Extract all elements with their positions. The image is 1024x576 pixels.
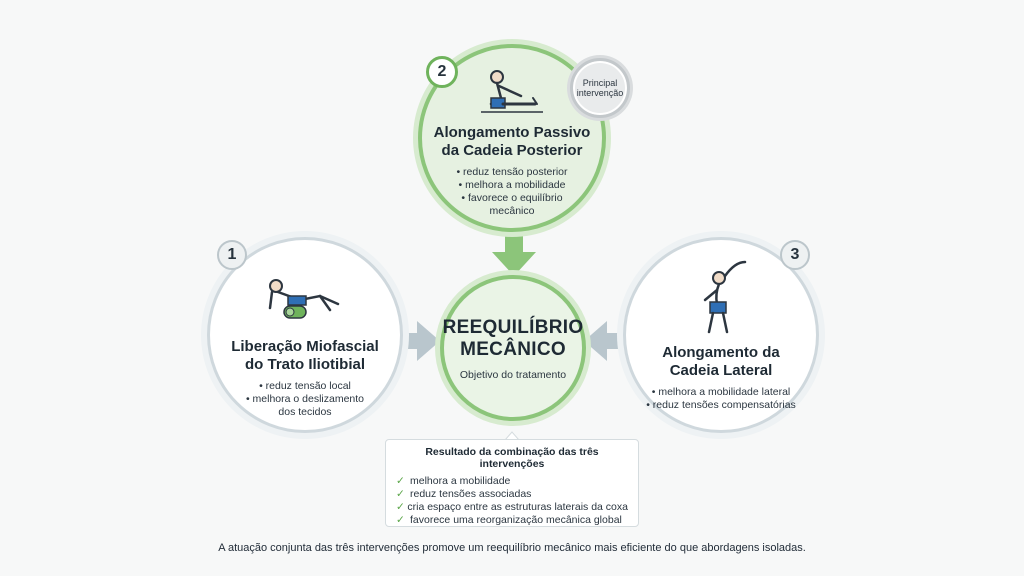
title-line: da Cadeia Posterior <box>441 142 583 159</box>
list-item: mecânico <box>489 205 535 217</box>
bullet-list: • reduz tensão posterior • melhora a mob… <box>456 166 567 218</box>
bullet-list: • melhora a mobilidade lateral • reduz t… <box>646 386 796 412</box>
arrow-left-icon <box>584 321 627 361</box>
stretch-seated-icon <box>481 70 543 113</box>
list-item: ✓ cria espaço entre as estruturas latera… <box>396 501 628 514</box>
result-box: Resultado da combinação das três interve… <box>385 439 639 527</box>
list-item: • reduz tensão posterior <box>456 166 568 178</box>
list-item: • melhora a mobilidade lateral <box>651 386 791 398</box>
arrow-down-icon <box>492 232 536 276</box>
title-line: Liberação Miofascial <box>231 338 379 355</box>
result-title: Resultado da combinação das três interve… <box>425 446 599 470</box>
list-item: • melhora a mobilidade <box>458 179 566 191</box>
list-item: ✓ melhora a mobilidade <box>396 475 628 488</box>
check-icon: ✓ <box>396 514 405 526</box>
list-item: • reduz tensão local <box>259 380 351 392</box>
step-number-badge: 1 <box>217 240 247 270</box>
seal-line: intervenção <box>576 88 624 98</box>
title-line: Cadeia Lateral <box>669 362 773 379</box>
goal-title-line: REEQUILÍBRIO <box>442 317 584 338</box>
foam-roller-icon <box>268 279 340 319</box>
goal-circle: REEQUILÍBRIO MECÂNICO Objetivo do tratam… <box>440 275 586 421</box>
step-number-badge: 2 <box>426 56 458 88</box>
footer-caption: A atuação conjunta das três intervenções… <box>218 542 806 554</box>
arrow-right-icon <box>397 321 440 361</box>
list-item: dos tecidos <box>278 406 332 418</box>
title-line: do Trato Iliotibial <box>245 356 365 373</box>
side-bend-icon <box>703 260 747 334</box>
list-item: • reduz tensões compensatórias <box>646 399 796 411</box>
result-item-text: melhora a mobilidade <box>410 475 511 487</box>
seal-line: Principal <box>582 78 618 88</box>
check-icon: ✓ <box>396 488 405 500</box>
goal-subtitle: Objetivo do tratamento <box>459 369 567 381</box>
list-item: • melhora o deslizamento <box>245 393 365 405</box>
bullet-list: • reduz tensão local • melhora o desliza… <box>246 380 364 419</box>
title-line: Alongamento da <box>662 344 780 361</box>
intervention-circle-lateral: Alongamento da Cadeia Lateral • melhora … <box>623 237 819 433</box>
intervention-circle-myofascial: Liberação Miofascial do Trato Iliotibial… <box>207 237 403 433</box>
step-number-badge: 3 <box>780 240 810 270</box>
list-item: ✓ reduz tensões associadas <box>396 488 628 501</box>
check-icon: ✓ <box>396 475 405 487</box>
check-icon: ✓ <box>396 501 405 513</box>
principal-seal: Principal intervenção <box>570 58 630 118</box>
list-item: ✓ favorece uma reorganização mecânica gl… <box>396 514 628 527</box>
result-item-text: cria espaço entre as estruturas laterais… <box>407 501 628 513</box>
list-item: • favorece o equilíbrio <box>461 192 563 204</box>
goal-title-line: MECÂNICO <box>460 339 566 360</box>
title-line: Alongamento Passivo <box>433 124 591 141</box>
result-item-text: favorece uma reorganização mecânica glob… <box>410 514 622 526</box>
result-item-text: reduz tensões associadas <box>410 488 532 500</box>
